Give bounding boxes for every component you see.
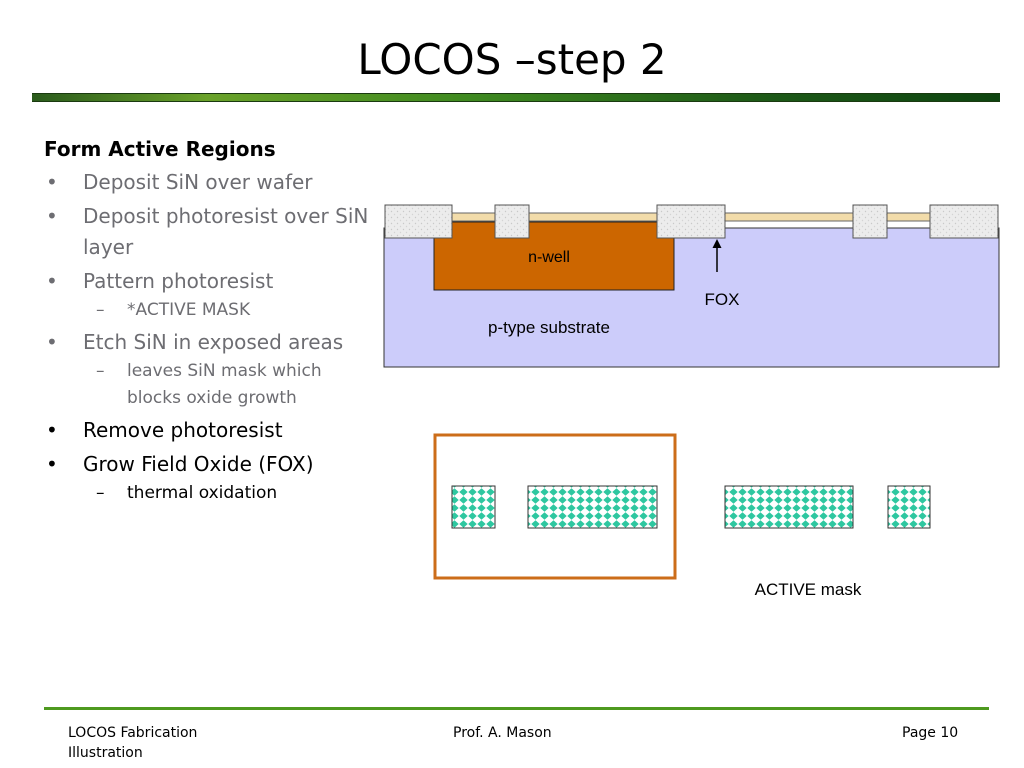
sub-bullet-item: – thermal oxidation [44,480,374,507]
sub-bullet-dash: – [96,300,105,320]
fox-region [929,204,999,239]
bullet-dot: • [46,170,58,194]
sub-bullet-dash: – [96,483,105,503]
bullet-item: • Deposit SiN over wafer [44,167,374,198]
bullet-text: Etch SiN in exposed areas [83,330,344,354]
bullet-text: Deposit photoresist over SiN layer [83,204,369,259]
bullet-heading: Form Active Regions [44,137,276,161]
title-divider [32,93,1000,102]
active-mask-pattern [887,485,931,529]
bullet-text: Grow Field Oxide (FOX) [83,452,314,476]
fox-region [852,204,888,239]
n-well-region [433,221,675,291]
bullet-list: Form Active Regions • Deposit SiN over w… [44,134,374,507]
fox-region [656,204,726,239]
mask-frame [433,433,677,580]
sub-bullet-item: – *ACTIVE MASK [44,297,374,324]
footer-left: LOCOS Fabrication Illustration [68,725,198,761]
bullet-dot: • [46,269,58,293]
fox-label: FOX [705,290,740,309]
sub-bullet-dash: – [96,361,105,381]
bullet-item: • Deposit photoresist over SiN layer [44,201,374,263]
active-mask-pattern [451,485,496,529]
footer-center: Prof. A. Mason [453,725,552,741]
bullet-item: • Remove photoresist [44,415,374,446]
footer-divider [44,707,989,710]
bullet-text: Remove photoresist [83,418,283,442]
fox-arrow-head [712,239,722,248]
bullet-item: • Etch SiN in exposed areas [44,327,374,358]
substrate-label: p-type substrate [488,318,610,337]
bullet-item: • Grow Field Oxide (FOX) [44,449,374,480]
bullet-dot: • [46,204,58,228]
active-mask-pattern [527,485,658,529]
fox-region [384,204,453,239]
bullet-text: Deposit SiN over wafer [83,170,313,194]
sub-bullet-text: thermal oxidation [127,483,278,503]
n-well-label: n-well [528,249,570,266]
fox-region [494,204,530,239]
bullet-item: • Pattern photoresist [44,266,374,297]
slide-title: LOCOS –step 2 [357,35,667,84]
active-mask-pattern [724,485,854,529]
bullet-dot: • [46,452,58,476]
bullet-text: Pattern photoresist [83,269,274,293]
footer-page-number: Page 10 [902,725,959,741]
sub-bullet-text: *ACTIVE MASK [127,300,251,320]
mask-label: ACTIVE mask [755,580,862,599]
sub-bullet-text: leaves SiN mask which blocks oxide growt… [127,361,322,408]
bullet-dot: • [46,330,58,354]
bullet-dot: • [46,418,58,442]
sub-bullet-item: – leaves SiN mask which blocks oxide gro… [44,358,374,412]
